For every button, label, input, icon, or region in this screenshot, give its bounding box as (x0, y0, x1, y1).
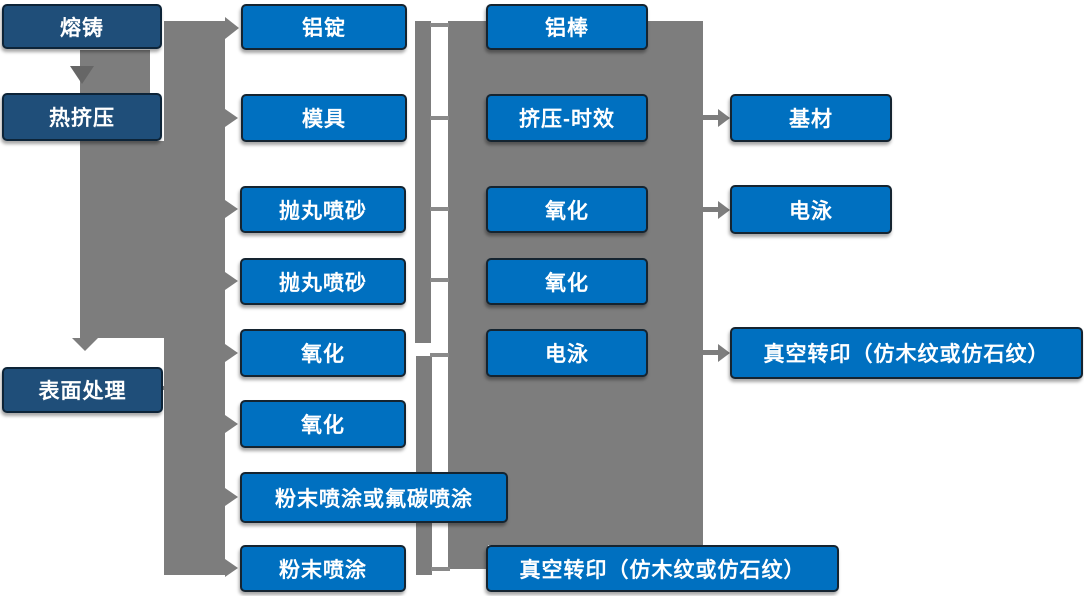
arrow-shaft-base-material (703, 115, 719, 120)
node-hot-extrusion: 热挤压 (2, 93, 162, 141)
arrow-right-icon-electrophoresis (718, 201, 730, 219)
connector-mid-bar-lower (416, 356, 432, 575)
arrow-right-icon-powder-fluorocarbon (225, 488, 238, 506)
arrow-down-icon-hot-extrusion (70, 66, 94, 84)
arrow-down-icon-surface-treatment (72, 338, 98, 351)
arrow-right-icon-oxidation-2 (225, 415, 238, 433)
node-powder-coating: 粉末喷涂 (240, 545, 406, 592)
link-row5 (430, 353, 449, 357)
arrow-shaft-electrophoresis (703, 207, 719, 212)
link-row8 (431, 567, 450, 571)
node-oxidation-c3-2: 氧化 (486, 258, 648, 305)
node-oxidation-c2-2: 氧化 (240, 400, 406, 448)
arrow-right-icon-base-material (718, 109, 730, 127)
node-electrophoresis-c4: 电泳 (730, 185, 892, 234)
node-al-ingot: 铝锭 (241, 4, 407, 50)
node-oxidation-c3-1: 氧化 (486, 186, 648, 233)
node-base-material: 基材 (730, 94, 892, 142)
link-row1 (430, 23, 449, 27)
arrow-right-icon-mold (225, 109, 238, 127)
link-row2 (430, 116, 449, 120)
node-mold: 模具 (241, 94, 407, 142)
arrow-right-icon-shot-blast-2 (225, 272, 238, 290)
arrow-right-icon-vacuum-transfer (718, 344, 730, 362)
link-row3 (430, 207, 449, 211)
arrow-shaft-vacuum-transfer (703, 350, 719, 355)
node-surface-treatment: 表面处理 (2, 367, 163, 413)
node-powder-or-fluorocarbon: 粉末喷涂或氟碳喷涂 (240, 472, 508, 523)
connector-surface-link (163, 386, 175, 390)
connector-left-block (80, 141, 165, 338)
node-al-rod: 铝棒 (486, 4, 648, 50)
arrow-right-icon-al-ingot (225, 17, 239, 39)
connector-bottom-lobe (448, 545, 488, 569)
connector-mid-bar-upper (415, 21, 431, 343)
node-extrusion-aging: 挤压-时效 (486, 94, 648, 142)
node-vacuum-transfer-c4: 真空转印（仿木纹或仿石纹） (730, 327, 1083, 379)
node-shot-blast-2: 抛丸喷砂 (240, 258, 406, 305)
node-vacuum-transfer-c3: 真空转印（仿木纹或仿石纹） (486, 545, 839, 592)
arrow-right-icon-powder (225, 559, 238, 577)
node-oxidation-c2-1: 氧化 (240, 329, 406, 377)
arrow-right-icon-oxidation-1 (225, 344, 238, 362)
node-melt-cast: 熔铸 (2, 4, 162, 49)
arrow-right-icon-shot-blast-1 (225, 200, 238, 218)
link-row4 (430, 278, 449, 282)
node-electrophoresis-c3: 电泳 (486, 329, 648, 377)
node-shot-blast-1: 抛丸喷砂 (240, 186, 406, 233)
connector-left-trunk (164, 21, 225, 575)
